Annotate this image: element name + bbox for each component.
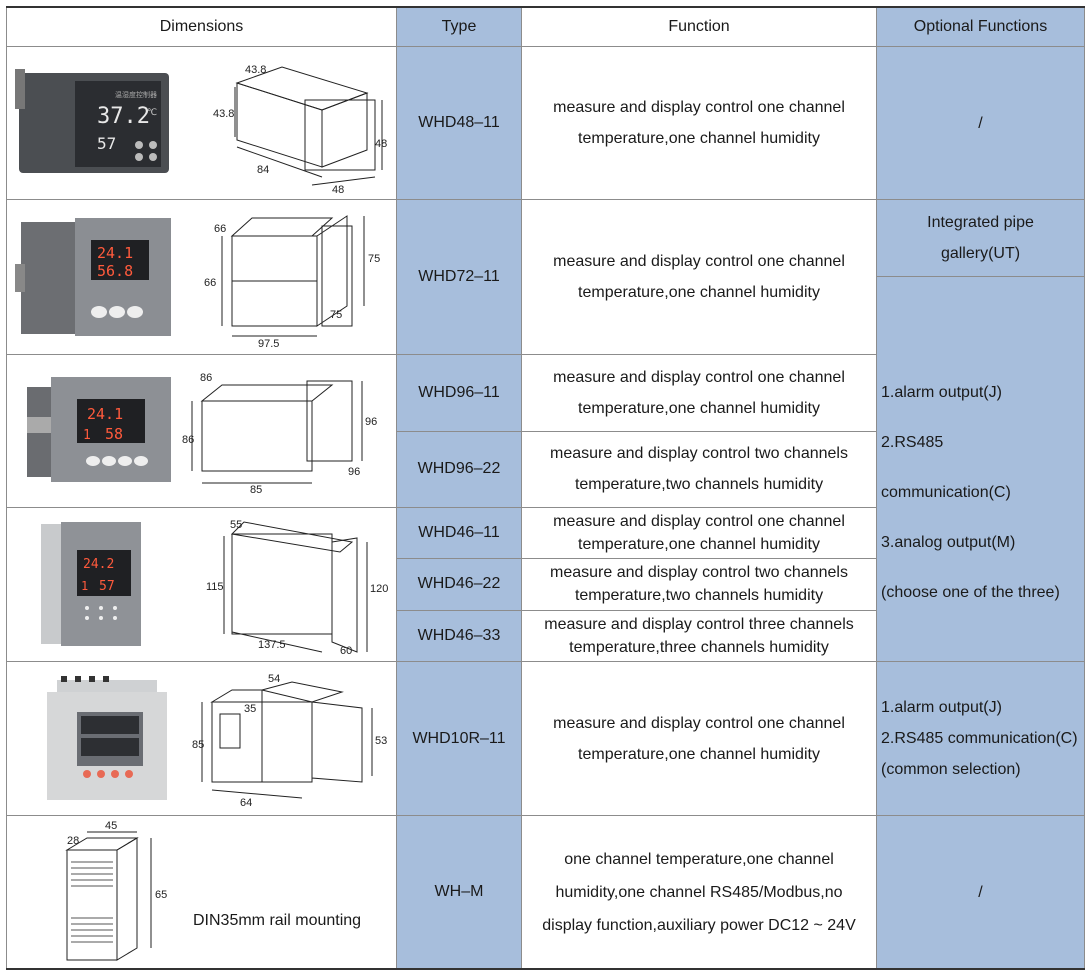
table-row: 24.2 1 57 55 115	[6, 506, 1085, 662]
table-row: 54 35 85 53 64 WHD10R–11 measure and dis…	[6, 661, 1085, 816]
table-row: WHD46–22 measure and display control two…	[7, 558, 1085, 611]
svg-text:℃: ℃	[147, 108, 157, 118]
mount-label: DIN35mm rail mounting	[193, 912, 362, 929]
header-optional: Optional Functions	[876, 6, 1085, 47]
function-cell: measure and display control one channel …	[521, 354, 877, 432]
function-cell: measure and display control two channels…	[521, 430, 877, 508]
dimension-drawing: 66 66 75 75 97.5	[204, 215, 380, 350]
type-cell: WH–M	[396, 815, 522, 970]
header-row: Dimensions Type Function Optional Functi…	[6, 6, 1085, 47]
optional-cell: /	[876, 815, 1085, 970]
type-cell: WHD96–22	[396, 430, 522, 508]
dimension-drawing: 54 35 85 53 64	[192, 673, 387, 809]
type-cell: WHD96–11	[396, 354, 522, 432]
function-cell: measure and display control one channel …	[521, 506, 877, 560]
svg-text:97.5: 97.5	[258, 338, 279, 350]
svg-text:55: 55	[230, 519, 242, 531]
svg-text:58: 58	[105, 425, 123, 443]
product-photo: 24.1 1 58	[27, 377, 171, 482]
svg-text:120: 120	[370, 583, 388, 595]
svg-text:1: 1	[83, 428, 91, 443]
dimensions-cell: 24.1 1 58 86 86	[6, 354, 397, 508]
svg-text:45: 45	[105, 820, 117, 832]
svg-text:24.1: 24.1	[97, 244, 133, 262]
svg-text:温湿度控制器: 温湿度控制器	[115, 90, 157, 99]
svg-text:86: 86	[200, 372, 212, 384]
table-row: WHD96–22 measure and display control two…	[7, 430, 1085, 508]
svg-text:96: 96	[365, 416, 377, 428]
dimensions-cell: 温湿度控制器 37.2 ℃ 57	[6, 46, 397, 200]
product-photo: 24.2 1 57	[41, 522, 141, 646]
dimension-drawing: 86 86 96 96 85	[182, 372, 377, 496]
svg-text:57: 57	[99, 579, 115, 594]
function-cell: measure and display control one channel …	[521, 661, 877, 816]
svg-text:66: 66	[214, 223, 226, 235]
function-cell: measure and display control three channe…	[521, 609, 877, 663]
svg-text:53: 53	[375, 735, 387, 747]
svg-text:64: 64	[240, 797, 252, 809]
header-type: Type	[396, 6, 522, 47]
display-temp: 37.2	[97, 104, 150, 129]
dimensions-cell: 24.2 1 57 55 115	[6, 507, 397, 662]
svg-text:65: 65	[155, 889, 167, 901]
type-cell: WHD10R–11	[396, 661, 522, 816]
spec-table: Dimensions Type Function Optional Functi…	[6, 6, 1085, 970]
table-row: 45 28 65 DIN35mm rail mounting WH–M one …	[6, 815, 1085, 970]
dimensions-cell: 45 28 65 DIN35mm rail mounting	[6, 815, 397, 970]
svg-text:35: 35	[244, 703, 256, 715]
dimensions-cell: 54 35 85 53 64	[6, 661, 397, 816]
product-photo: 温湿度控制器 37.2 ℃ 57	[15, 69, 169, 173]
svg-text:96: 96	[348, 466, 360, 478]
header-function: Function	[521, 6, 877, 47]
function-cell: measure and display control two channels…	[521, 558, 877, 611]
optional-cell: Integrated pipe gallery(UT)	[876, 199, 1085, 277]
svg-text:85: 85	[250, 484, 262, 496]
function-cell: measure and display control one channel …	[521, 199, 877, 355]
table-row: 1.alarm output(J) 2.RS485 communication(…	[7, 276, 1085, 662]
function-cell: one channel temperature,one channel humi…	[521, 815, 877, 970]
svg-text:66: 66	[204, 277, 216, 289]
table-row: WHD46–33 measure and display control thr…	[7, 609, 1085, 663]
svg-text:85: 85	[192, 739, 204, 751]
dimensions-cell: 24.1 56.8 66	[6, 199, 397, 355]
optional-cell: 1.alarm output(J) 2.RS485 communication(…	[876, 661, 1085, 816]
type-cell: WHD48–11	[396, 46, 522, 200]
svg-text:24.2: 24.2	[83, 557, 114, 572]
table-row: 温湿度控制器 37.2 ℃ 57	[6, 46, 1085, 200]
svg-text:43.8: 43.8	[245, 64, 266, 76]
svg-text:1: 1	[81, 579, 88, 593]
svg-text:56.8: 56.8	[97, 262, 133, 280]
svg-text:75: 75	[330, 309, 342, 321]
optional-cell: /	[876, 46, 1085, 200]
dimension-drawing: 43.8 43.8 48 84 48	[213, 64, 387, 195]
svg-text:137.5: 137.5	[258, 639, 286, 651]
table-row: 24.1 56.8 66	[6, 199, 1085, 355]
dimension-drawing: 55 115 120 137.5 60	[206, 519, 388, 657]
svg-text:54: 54	[268, 673, 280, 685]
svg-text:115: 115	[206, 581, 224, 593]
display-humidity: 57	[97, 134, 116, 153]
function-cell: measure and display control one channel …	[521, 46, 877, 200]
svg-text:60: 60	[340, 645, 352, 657]
svg-text:86: 86	[182, 434, 194, 446]
svg-text:75: 75	[368, 253, 380, 265]
product-photo: 24.1 56.8	[15, 218, 171, 336]
product-photo	[47, 676, 167, 800]
optional-cell: 1.alarm output(J) 2.RS485 communication(…	[876, 276, 1085, 662]
type-cell: WHD72–11	[396, 199, 522, 355]
svg-text:48: 48	[332, 184, 344, 195]
type-cell: WHD46–22	[396, 558, 522, 611]
dimension-drawing: 45 28 65	[65, 820, 167, 961]
header-dimensions: Dimensions	[6, 6, 397, 47]
svg-text:48: 48	[375, 138, 387, 150]
svg-text:43.8: 43.8	[213, 108, 234, 120]
type-cell: WHD46–33	[396, 609, 522, 663]
type-cell: WHD46–11	[396, 506, 522, 560]
svg-text:28: 28	[67, 835, 79, 847]
svg-text:24.1: 24.1	[87, 405, 123, 423]
svg-text:84: 84	[257, 164, 269, 176]
